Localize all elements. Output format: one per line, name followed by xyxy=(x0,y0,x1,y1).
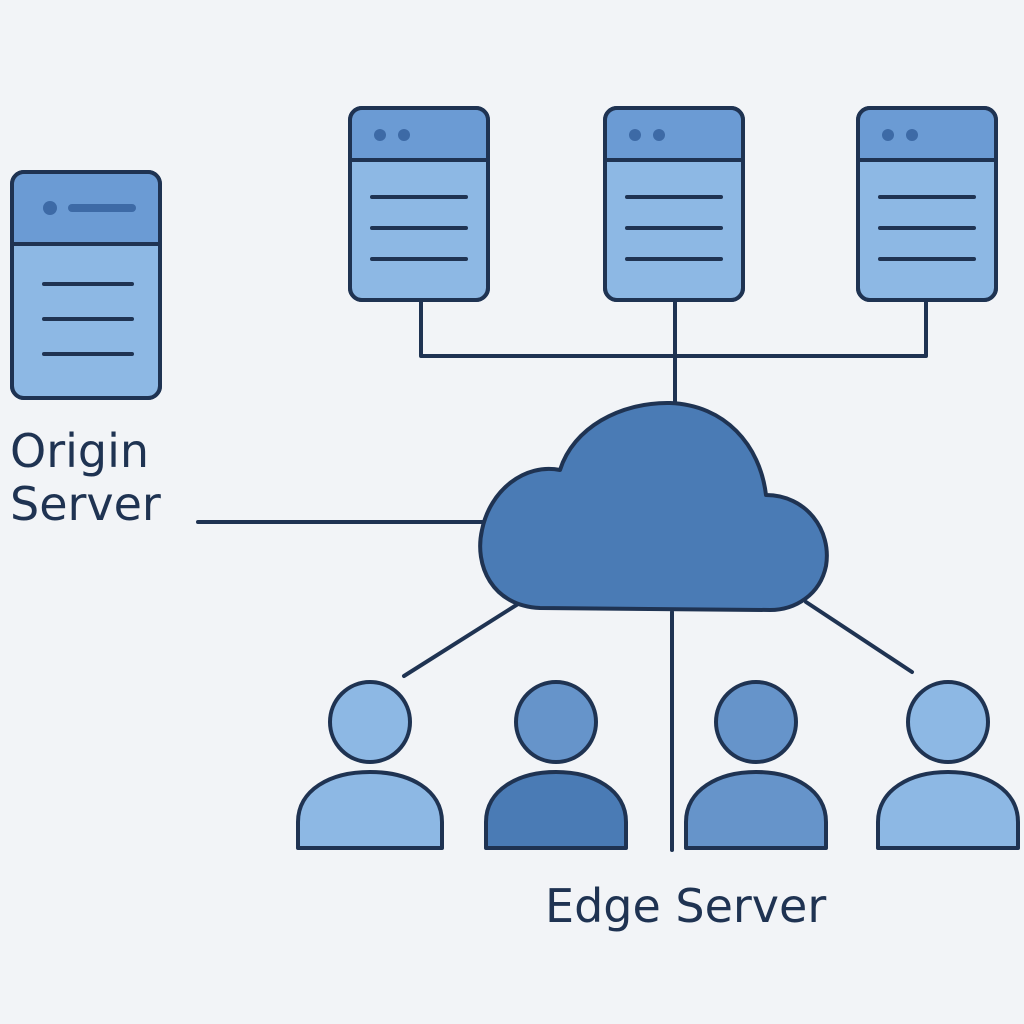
user-icon-4 xyxy=(876,680,1020,850)
cloud-icon xyxy=(478,400,829,612)
connector-lines xyxy=(196,298,928,852)
origin-label-line-1: Origin xyxy=(10,424,150,478)
origin-server-label: Origin Server xyxy=(10,425,161,531)
user-icon-2 xyxy=(484,680,628,850)
user-icon-1 xyxy=(296,680,444,850)
origin-label-line-2: Server xyxy=(10,476,161,531)
edge-server-icon-2 xyxy=(603,106,745,302)
edge-server-label: Edge Server xyxy=(545,879,827,933)
edge-server-icon-3 xyxy=(856,106,998,302)
origin-server-icon xyxy=(10,170,162,400)
edge-server-icon-1 xyxy=(348,106,490,302)
user-link-line-1 xyxy=(402,602,520,678)
user-icon-3 xyxy=(684,680,828,850)
user-link-line-4 xyxy=(804,600,914,674)
